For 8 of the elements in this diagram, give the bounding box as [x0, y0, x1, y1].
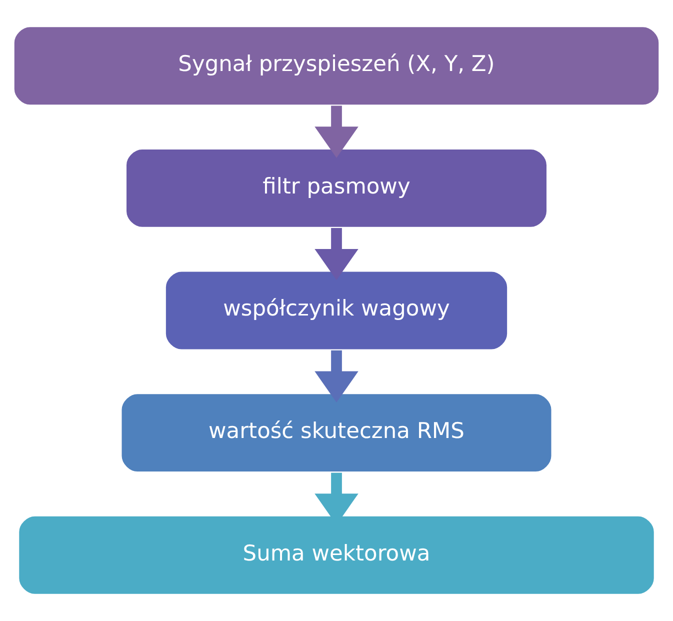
node-box: współczynik wagowy — [164, 270, 508, 351]
node-box: Sygnał przyspieszeń (X, Y, Z) — [13, 26, 660, 106]
arrow — [314, 228, 358, 280]
arrow — [314, 106, 358, 158]
node-box: Suma wektorowa — [18, 515, 656, 596]
node-box: wartość skuteczna RMS — [120, 392, 553, 473]
arrow — [314, 350, 358, 403]
node-box: filtr pasmowy — [125, 148, 548, 228]
